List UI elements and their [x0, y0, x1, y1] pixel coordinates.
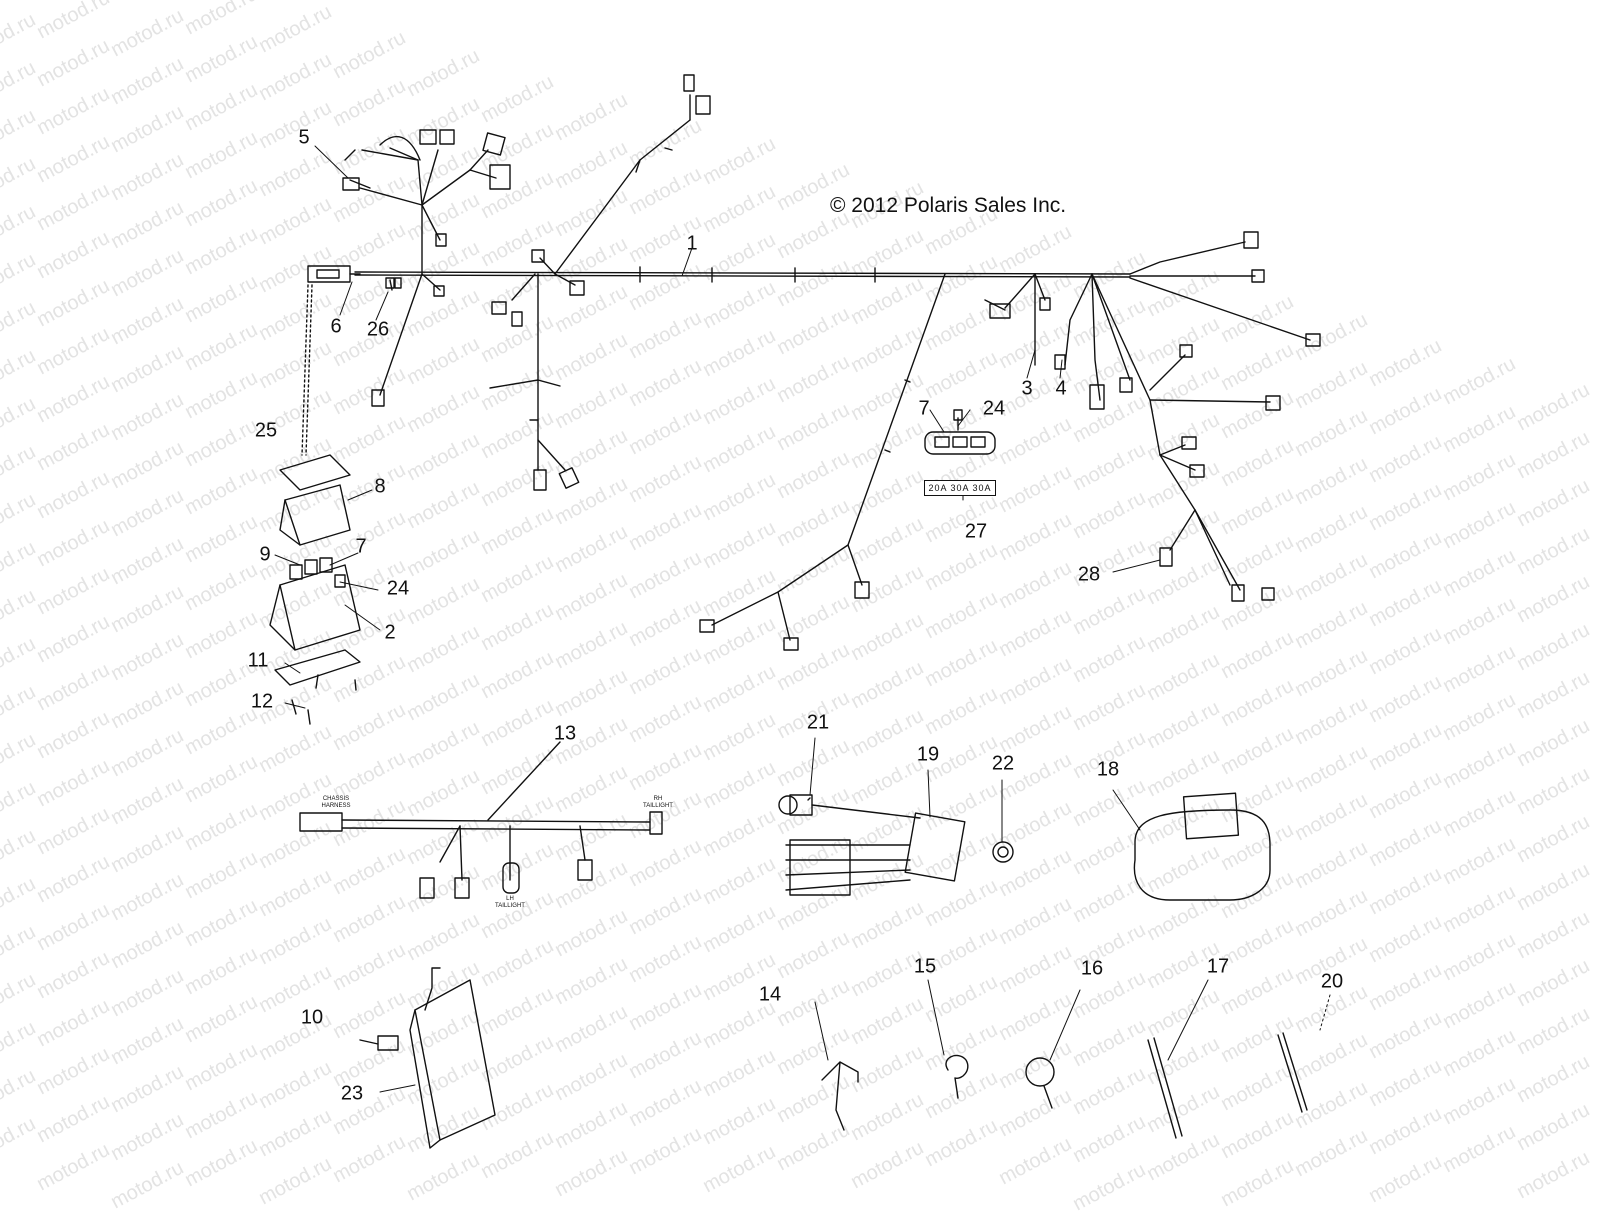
callout-3: 3 [1021, 377, 1033, 400]
callout-5: 5 [298, 126, 310, 149]
callout-6: 6 [330, 315, 342, 338]
right-mid-cluster [984, 273, 1133, 410]
taillight-harness [299, 741, 663, 899]
fuse-rating-label: 20A 30A 30A [924, 480, 996, 496]
mini-fuse-block [924, 409, 996, 455]
copyright-text: © 2012 Polaris Sales Inc. [830, 194, 1067, 217]
callout-23: 23 [340, 1082, 364, 1105]
callout-13: 13 [553, 722, 577, 745]
callout-15: 15 [913, 955, 937, 978]
callout-7b: 7 [355, 535, 367, 558]
callout-26: 26 [366, 318, 390, 341]
callout-11: 11 [247, 649, 269, 672]
wire-clip [821, 1061, 859, 1131]
callout-12: 12 [250, 690, 274, 713]
callout-9: 9 [259, 543, 271, 566]
upper-mid-branch [491, 74, 711, 327]
callout-7a: 7 [918, 397, 930, 420]
ecm-module [359, 967, 496, 1149]
callout-8: 8 [374, 475, 386, 498]
p-clip [1025, 1057, 1055, 1087]
rh-taillight-label: RH TAILLIGHT [643, 796, 673, 809]
callout-21: 21 [806, 711, 830, 734]
lh-taillight-label: LH TAILLIGHT [495, 896, 525, 909]
callout-2: 2 [384, 621, 396, 644]
fuse-relay-block [269, 557, 361, 651]
center-down-branch [489, 273, 580, 491]
far-right-branches [1091, 231, 1321, 602]
main-harness-trunk [354, 271, 1131, 278]
push-clip [945, 1054, 969, 1099]
lower-left-diagonal-branch [699, 273, 946, 651]
nut [992, 841, 1014, 863]
callout-25: 25 [254, 419, 278, 442]
leader-lines [274, 145, 1331, 1093]
callout-4: 4 [1055, 377, 1067, 400]
callout-20: 20 [1320, 970, 1344, 993]
mounting-plate [274, 649, 361, 686]
callout-19: 19 [916, 743, 940, 766]
callout-18: 18 [1096, 758, 1120, 781]
callout-10: 10 [300, 1006, 324, 1029]
callout-28: 28 [1077, 563, 1101, 586]
module-cover [1133, 792, 1271, 901]
callout-1: 1 [686, 232, 698, 255]
callout-24a: 24 [982, 397, 1006, 420]
callout-22: 22 [991, 752, 1015, 775]
chassis-harness-label: CHASSIS HARNESS [321, 796, 351, 809]
callout-16: 16 [1080, 957, 1104, 980]
callout-17: 17 [1206, 955, 1230, 978]
left-lower-branch [371, 273, 445, 407]
left-upper-branch [342, 129, 511, 275]
fuse-label-sheet [279, 454, 351, 491]
long-cable-tie [1147, 1037, 1183, 1139]
relay-harness-assembly [778, 794, 966, 896]
callout-14: 14 [758, 983, 782, 1006]
short-cable-tie [1277, 1032, 1308, 1113]
trunk-clips [639, 266, 876, 283]
callout-27: 27 [964, 520, 988, 543]
fuse-box-cover [279, 484, 351, 546]
callout-24b: 24 [386, 577, 410, 600]
